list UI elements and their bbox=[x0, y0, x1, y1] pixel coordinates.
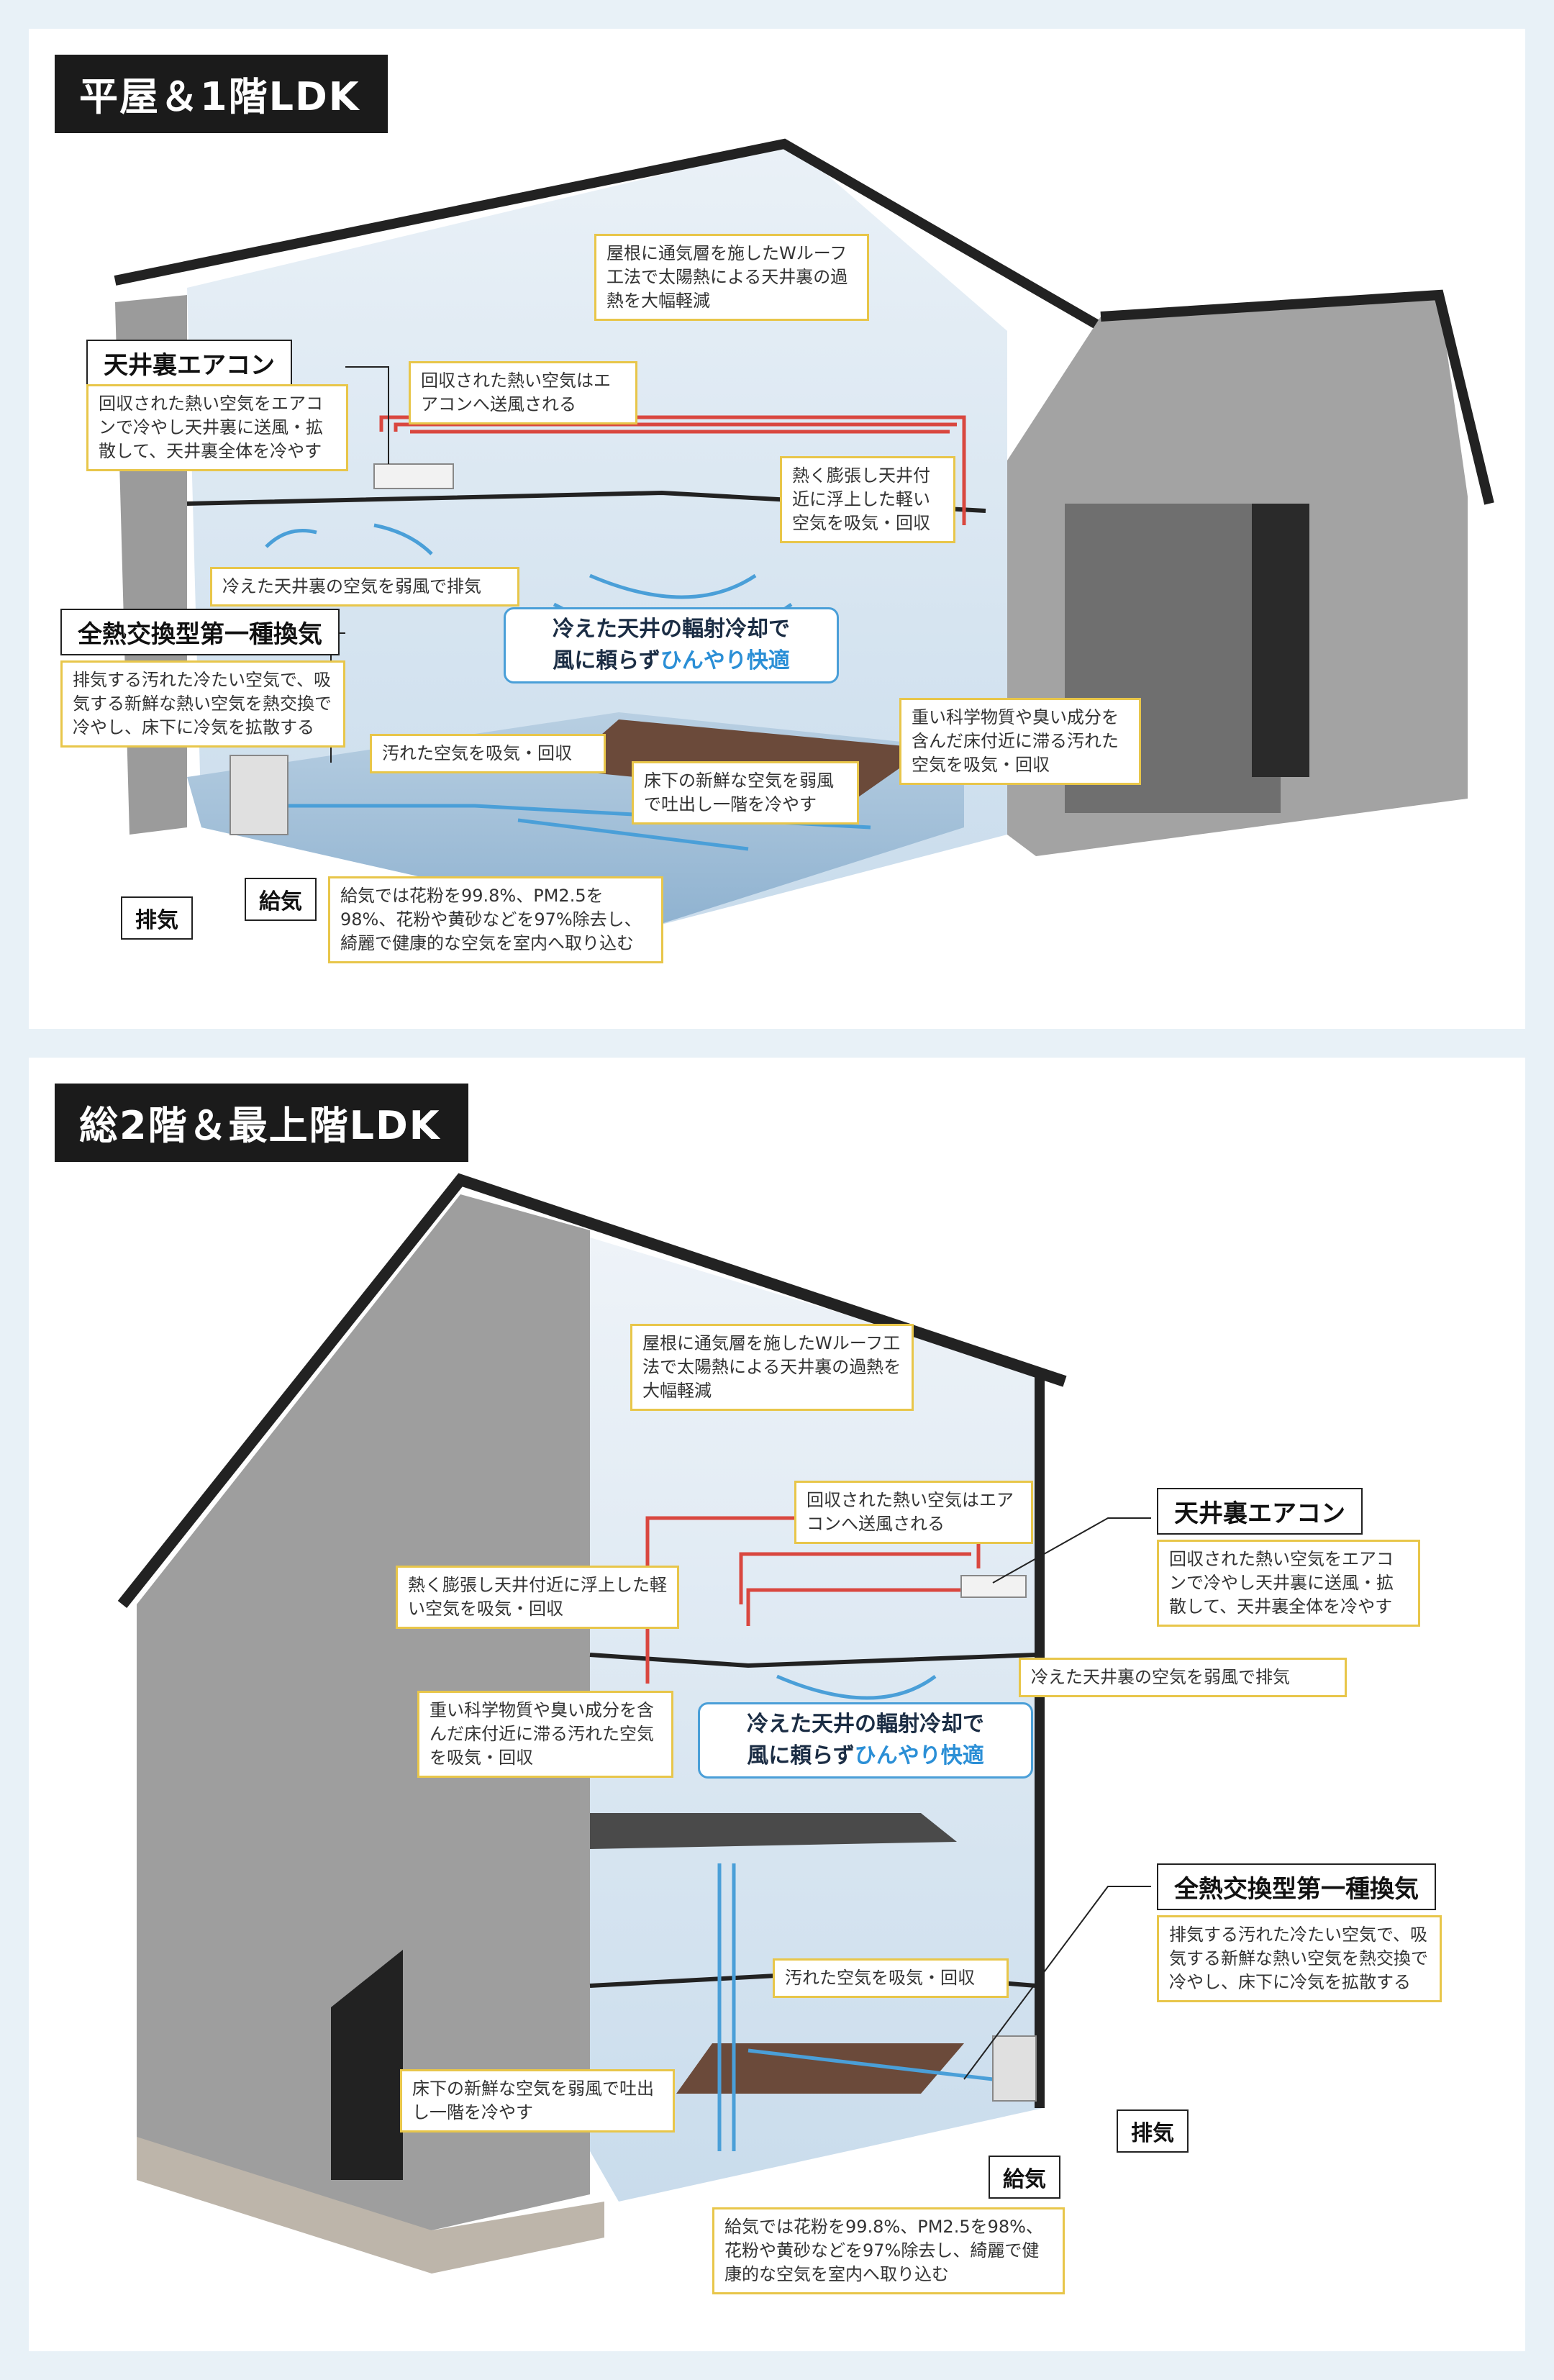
panel-two-story: 総2階＆最上階LDK 屋根に通気層を施したWルーフ工法で太陽熱による天井裏の過熱… bbox=[29, 1058, 1525, 2351]
banner-prefix: 風に頼らず bbox=[553, 648, 660, 673]
note-underfloor: 床下の新鮮な空気を弱風で吐出し一階を冷やす bbox=[400, 2069, 675, 2133]
note-ac-recovered: 回収された熱い空気はエアコンへ送風される bbox=[794, 1481, 1033, 1544]
label-attic-ac: 天井裏エアコン bbox=[1157, 1488, 1363, 1535]
label-attic-ac: 天井裏エアコン bbox=[86, 340, 292, 386]
note-vent-desc: 排気する汚れた冷たい空気で、吸気する新鮮な熱い空気を熱交換で冷やし、床下に冷気を… bbox=[60, 660, 345, 748]
note-roof: 屋根に通気層を施したWルーフ工法で太陽熱による天井裏の過熱を大幅軽減 bbox=[630, 1324, 914, 1411]
banner-line1: 冷えた天井の輻射冷却で bbox=[553, 617, 790, 642]
note-supply-filter: 給気では花粉を99.8%、PM2.5を98%、花粉や黄砂などを97%除去し、綺麗… bbox=[712, 2207, 1065, 2294]
note-ac-desc: 回収された熱い空気をエアコンで冷やし天井裏に送風・拡散して、天井裏全体を冷やす bbox=[1157, 1540, 1420, 1627]
note-dirty-air: 汚れた空気を吸気・回収 bbox=[773, 1958, 1009, 1998]
banner-prefix: 風に頼らず bbox=[747, 1743, 855, 1768]
label-ventilation: 全熱交換型第一種換気 bbox=[1157, 1863, 1436, 1910]
note-ac-recovered: 回収された熱い空気はエアコンへ送風される bbox=[409, 361, 637, 424]
tag-exhaust: 排気 bbox=[121, 896, 193, 940]
banner-accent: ひんやり快適 bbox=[660, 648, 790, 673]
tag-supply: 給気 bbox=[989, 2156, 1060, 2199]
note-ceiling-exhaust: 冷えた天井裏の空気を弱風で排気 bbox=[210, 567, 519, 607]
note-vent-desc: 排気する汚れた冷たい空気で、吸気する新鮮な熱い空気を熱交換で冷やし、床下に冷気を… bbox=[1157, 1915, 1442, 2002]
note-hot-rise: 熱く膨張し天井付近に浮上した軽い空気を吸気・回収 bbox=[780, 456, 955, 543]
banner-line2: 風に頼らずひんやり快適 bbox=[713, 1740, 1018, 1772]
note-supply-filter: 給気では花粉を99.8%、PM2.5を98%、花粉や黄砂などを97%除去し、綺麗… bbox=[328, 876, 663, 963]
banner-accent: ひんやり快適 bbox=[854, 1743, 984, 1768]
tag-exhaust: 排気 bbox=[1117, 2109, 1189, 2153]
note-ac-desc: 回収された熱い空気をエアコンで冷やし天井裏に送風・拡散して、天井裏全体を冷やす bbox=[86, 384, 348, 471]
panel-single-story: 平屋＆1階LDK 屋根に通気層を施したWルーフ工法で太陽熱による天井裏の過熱を大… bbox=[29, 29, 1525, 1029]
note-roof: 屋根に通気層を施したWルーフ工法で太陽熱による天井裏の過熱を大幅軽減 bbox=[594, 234, 869, 321]
note-hot-rise: 熱く膨張し天井付近に浮上した軽い空気を吸気・回収 bbox=[396, 1566, 679, 1629]
panel-title: 総2階＆最上階LDK bbox=[55, 1084, 468, 1162]
note-heavy-chem: 重い科学物質や臭い成分を含んだ床付近に滞る汚れた空気を吸気・回収 bbox=[417, 1691, 673, 1778]
note-ceiling-exhaust: 冷えた天井裏の空気を弱風で排気 bbox=[1019, 1658, 1347, 1697]
note-dirty-air: 汚れた空気を吸気・回収 bbox=[370, 734, 606, 773]
note-heavy-chem: 重い科学物質や臭い成分を含んだ床付近に滞る汚れた空気を吸気・回収 bbox=[899, 698, 1141, 785]
banner-radiant-cooling: 冷えた天井の輻射冷却で 風に頼らずひんやり快適 bbox=[504, 607, 839, 683]
label-ventilation: 全熱交換型第一種換気 bbox=[60, 609, 340, 655]
banner-line1: 冷えた天井の輻射冷却で bbox=[747, 1712, 984, 1737]
banner-line2: 風に頼らずひんやり快適 bbox=[519, 645, 824, 677]
banner-radiant-cooling: 冷えた天井の輻射冷却で 風に頼らずひんやり快適 bbox=[698, 1702, 1033, 1779]
tag-supply: 給気 bbox=[245, 878, 317, 921]
panel-title: 平屋＆1階LDK bbox=[55, 55, 388, 133]
note-underfloor: 床下の新鮮な空気を弱風で吐出し一階を冷やす bbox=[632, 761, 859, 825]
